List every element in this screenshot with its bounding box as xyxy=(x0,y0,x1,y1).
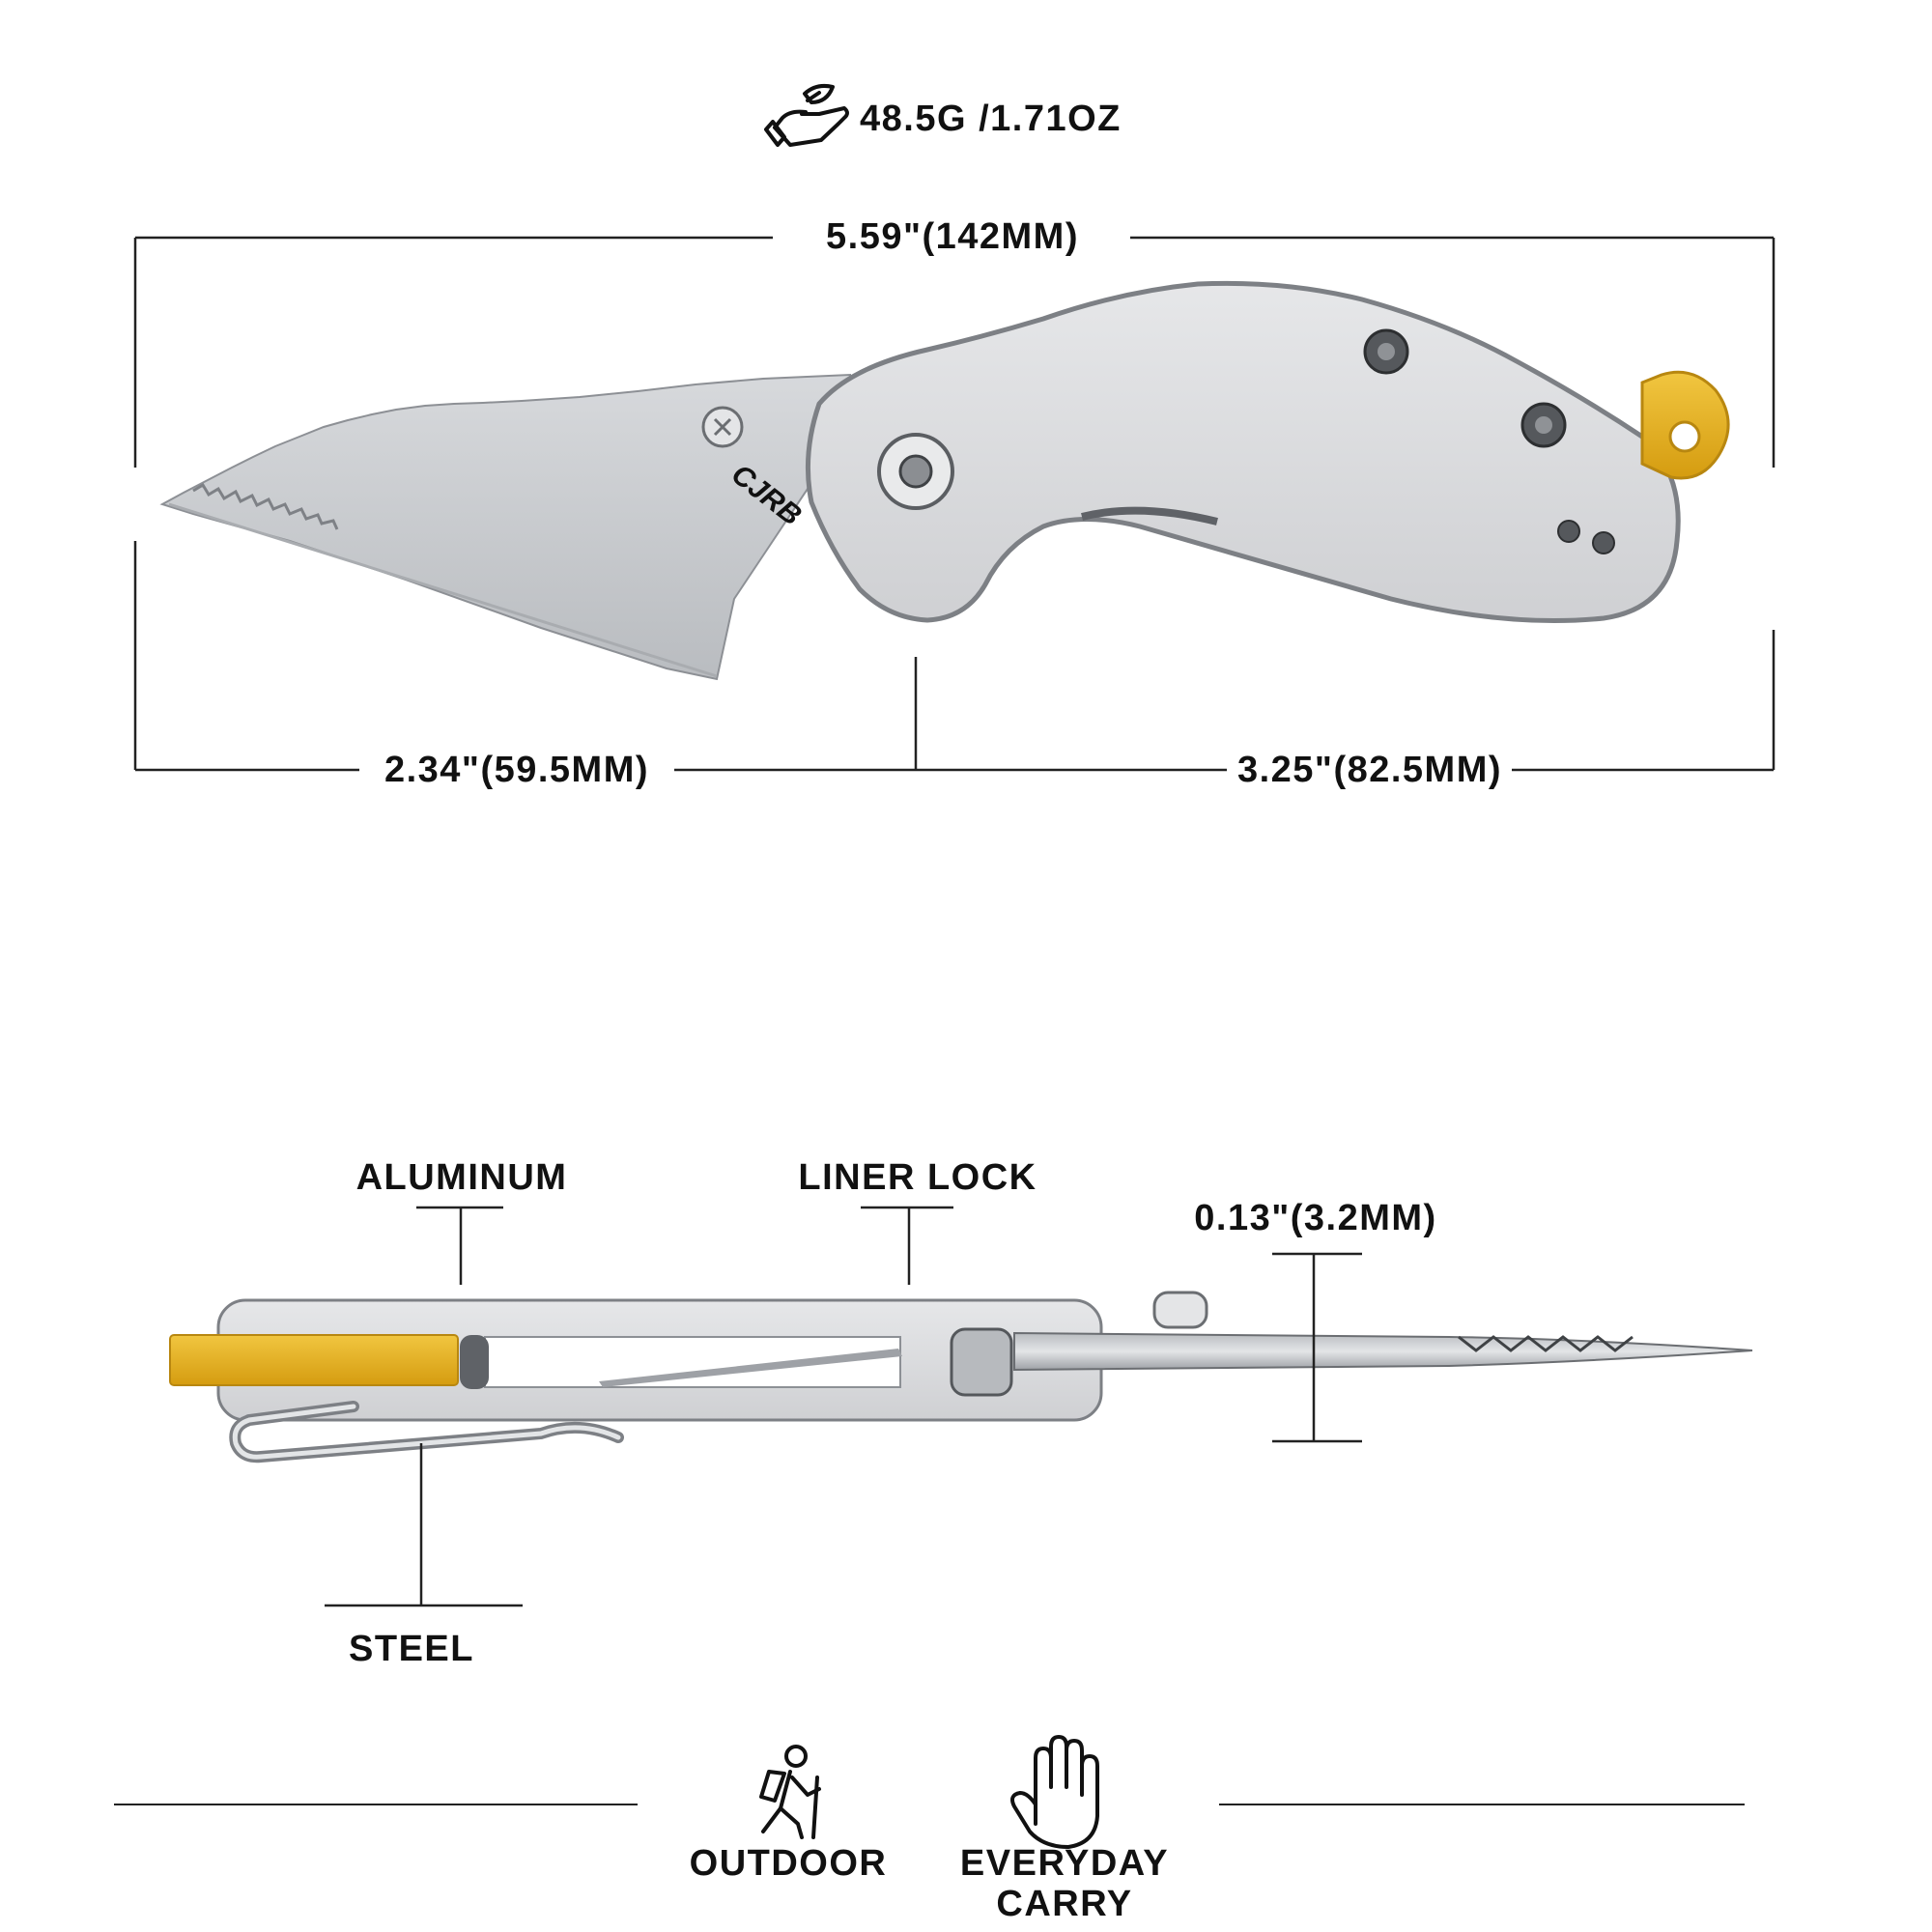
blade-thickness-label: 0.13"(3.2MM) xyxy=(1194,1198,1437,1238)
use-everyday-carry-label-line1: EVERYDAY xyxy=(959,1843,1170,1884)
overall-length-dimension xyxy=(133,236,1776,468)
knife-top-view xyxy=(159,280,1730,681)
knife-side-view xyxy=(169,1291,1753,1463)
blade-serrations xyxy=(192,482,339,530)
material-leader-lines xyxy=(325,1206,1362,1607)
overall-length-label: 5.59"(142MM) xyxy=(826,216,1079,257)
handle-length-label: 3.25"(82.5MM) xyxy=(1236,750,1503,790)
use-outdoor-label: OUTDOOR xyxy=(689,1843,888,1884)
lock-type-label: LINER LOCK xyxy=(798,1157,1037,1198)
pivot-screw xyxy=(877,433,954,510)
raised-hand-icon xyxy=(1010,1735,1099,1849)
clip-material-label: STEEL xyxy=(349,1629,474,1669)
handle-screw-2 xyxy=(1520,402,1567,448)
hiker-icon xyxy=(759,1745,821,1839)
hand-leaf-icon xyxy=(764,83,849,147)
handle-material-label: ALUMINUM xyxy=(355,1157,568,1198)
blade-handle-length-dimension xyxy=(133,541,1776,772)
blade xyxy=(159,373,851,681)
blade-side xyxy=(1013,1331,1753,1372)
handle-screw-1 xyxy=(1363,328,1409,375)
use-everyday-carry-label-line2: CARRY xyxy=(996,1884,1133,1924)
weight-label: 48.5G /1.71OZ xyxy=(860,99,1122,139)
blade-length-label: 2.34"(59.5MM) xyxy=(384,750,650,790)
handle xyxy=(805,280,1681,623)
